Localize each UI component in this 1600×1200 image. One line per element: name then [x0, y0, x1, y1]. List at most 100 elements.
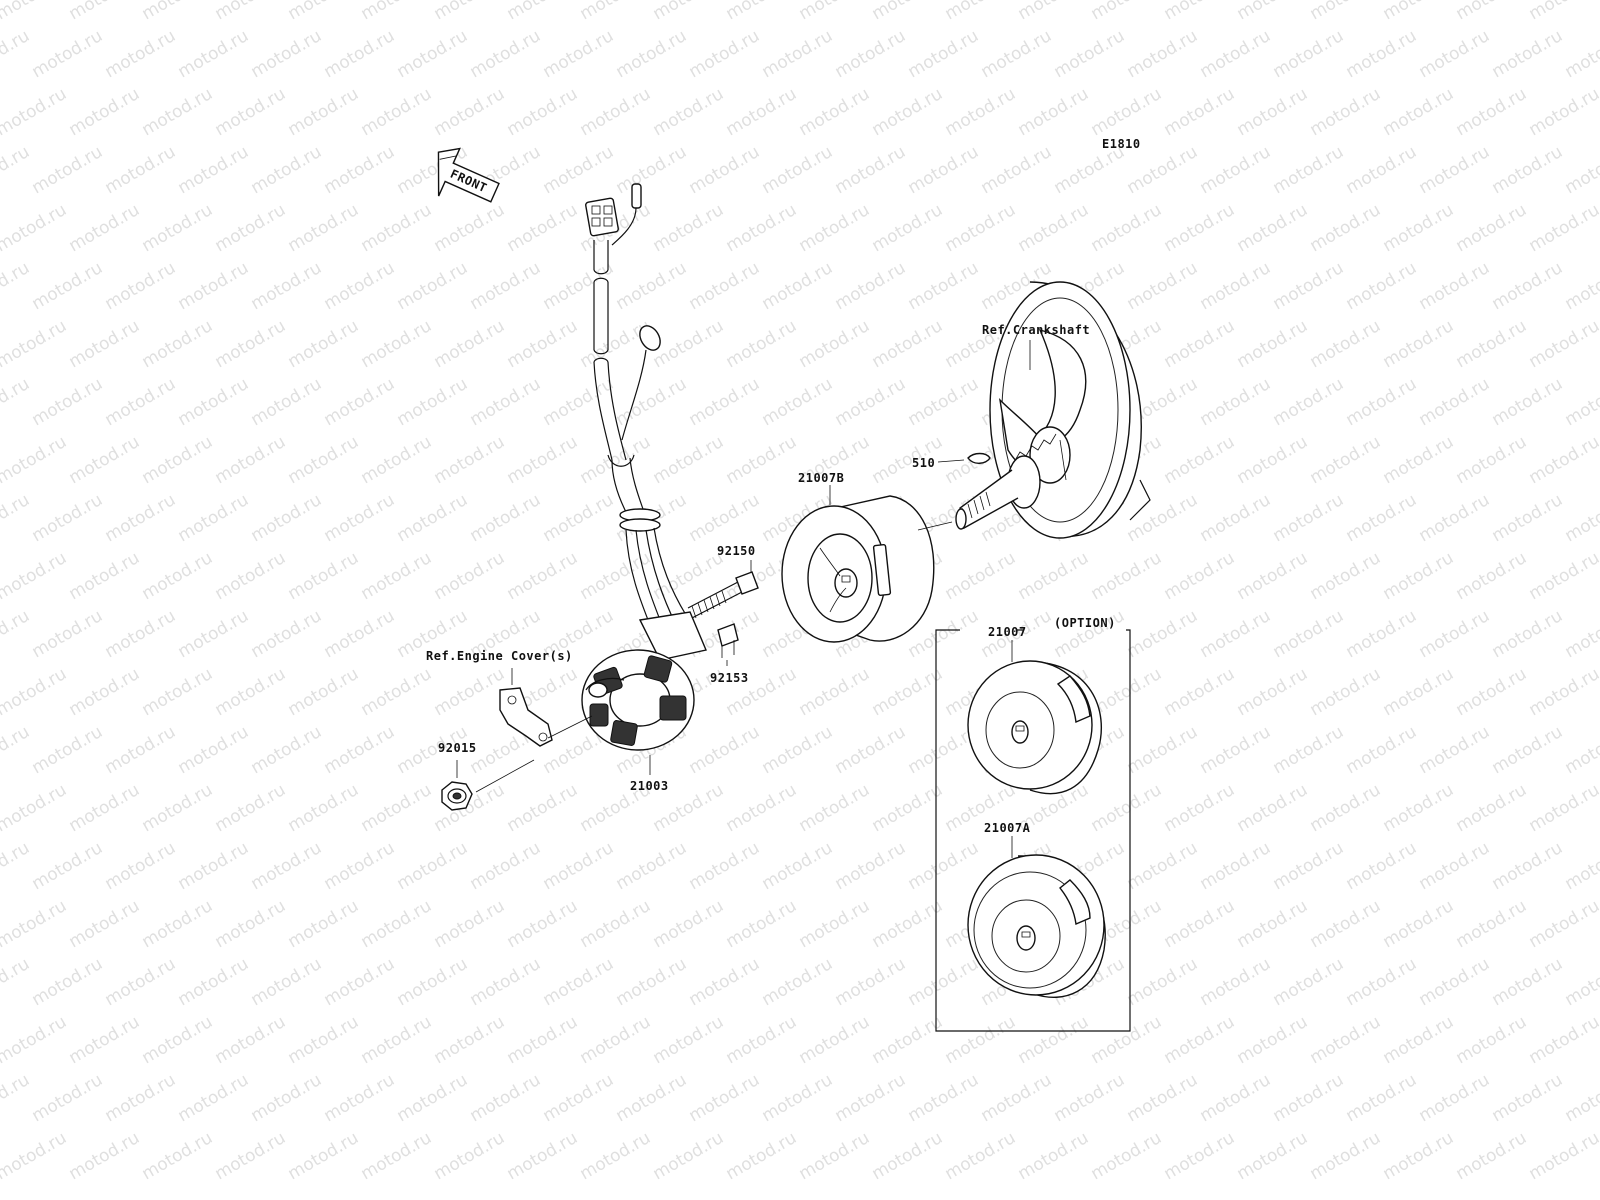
watermark-text: motod.ru [686, 490, 764, 546]
watermark-text: motod.ru [869, 664, 947, 720]
watermark-text: motod.ru [0, 606, 33, 662]
watermark-text: motod.ru [1197, 490, 1275, 546]
watermark-text: motod.ru [431, 1012, 509, 1068]
watermark-text: motod.ru [650, 1128, 728, 1184]
watermark-text: motod.ru [1489, 374, 1567, 430]
watermark-text: motod.ru [686, 954, 764, 1010]
watermark-text: motod.ru [650, 1012, 728, 1068]
watermark-text: motod.ru [102, 490, 180, 546]
watermark-text: motod.ru [139, 780, 217, 836]
watermark-text: motod.ru [0, 490, 33, 546]
watermark-text: motod.ru [613, 1070, 691, 1126]
watermark-text: motod.ru [759, 258, 837, 314]
watermark-text: motod.ru [358, 84, 436, 140]
watermark-text: motod.ru [723, 780, 801, 836]
nut-92015: 92015 [438, 741, 535, 811]
watermark-text: motod.ru [29, 26, 107, 82]
watermark-text: motod.ru [102, 1070, 180, 1126]
watermark-text: motod.ru [1234, 1128, 1312, 1184]
watermark-text: motod.ru [431, 316, 509, 372]
watermark-text: motod.ru [212, 1128, 290, 1184]
watermark-text: motod.ru [1051, 26, 1129, 82]
watermark-text: motod.ru [0, 1070, 33, 1126]
watermark-text: motod.ru [248, 954, 326, 1010]
watermark-text: motod.ru [1307, 780, 1385, 836]
watermark-text: motod.ru [978, 1070, 1056, 1126]
watermark-text: motod.ru [1453, 1128, 1531, 1184]
watermark-text: motod.ru [1489, 1070, 1567, 1126]
watermark-text: motod.ru [248, 606, 326, 662]
watermark-text: motod.ru [1270, 374, 1348, 430]
watermark-text: motod.ru [1197, 838, 1275, 894]
watermark-text: motod.ru [942, 1128, 1020, 1184]
watermark-text: motod.ru [0, 1012, 70, 1068]
watermark-text: motod.ru [540, 838, 618, 894]
watermark-text: motod.ru [102, 606, 180, 662]
watermark-text: motod.ru [1234, 84, 1312, 140]
watermark-text: motod.ru [1234, 200, 1312, 256]
watermark-text: motod.ru [321, 606, 399, 662]
watermark-text: motod.ru [1270, 1070, 1348, 1126]
watermark-text: motod.ru [1270, 722, 1348, 778]
watermark-text: motod.ru [285, 1012, 363, 1068]
watermark-text: motod.ru [285, 896, 363, 952]
watermark-text: motod.ru [248, 490, 326, 546]
watermark-text: motod.ru [1161, 200, 1239, 256]
watermark-text: motod.ru [540, 26, 618, 82]
watermark-text: motod.ru [0, 1128, 70, 1184]
watermark-text: motod.ru [577, 1012, 655, 1068]
watermark-text: motod.ru [0, 432, 70, 488]
watermark-text: motod.ru [905, 374, 983, 430]
watermark-text: motod.ru [832, 838, 910, 894]
watermark-text: motod.ru [1416, 606, 1494, 662]
watermark-text: motod.ru [1416, 26, 1494, 82]
watermark-text: motod.ru [1088, 548, 1166, 604]
watermark-text: motod.ru [796, 200, 874, 256]
watermark-text: motod.ru [540, 1070, 618, 1126]
watermark-text: motod.ru [431, 1128, 509, 1184]
watermark-text: motod.ru [212, 84, 290, 140]
watermark-text: motod.ru [66, 432, 144, 488]
watermark-text: motod.ru [1562, 1070, 1600, 1126]
watermark-text: motod.ru [0, 954, 33, 1010]
watermark-text: motod.ru [1197, 606, 1275, 662]
watermark-text: motod.ru [942, 0, 1020, 24]
watermark-text: motod.ru [212, 316, 290, 372]
watermark-text: motod.ru [0, 838, 33, 894]
watermark-text: motod.ru [248, 1070, 326, 1126]
watermark-text: motod.ru [1526, 1012, 1600, 1068]
watermark-text: motod.ru [1124, 722, 1202, 778]
watermark-text: motod.ru [1015, 84, 1093, 140]
watermark-text: motod.ru [905, 258, 983, 314]
key-510: 510 [912, 452, 991, 470]
watermark-text: motod.ru [577, 896, 655, 952]
watermark-text: motod.ru [832, 258, 910, 314]
watermark-text: motod.ru [759, 954, 837, 1010]
watermark-text: motod.ru [613, 374, 691, 430]
watermark-text: motod.ru [1380, 0, 1458, 24]
watermark-text: motod.ru [394, 374, 472, 430]
watermark-text: motod.ru [577, 1128, 655, 1184]
watermark-text: motod.ru [394, 1070, 472, 1126]
watermark-text: motod.ru [1380, 548, 1458, 604]
watermark-text: motod.ru [759, 1070, 837, 1126]
watermark-text: motod.ru [358, 896, 436, 952]
watermark-text: motod.ru [1124, 258, 1202, 314]
watermark-text: motod.ru [1416, 1070, 1494, 1126]
watermark-text: motod.ru [66, 896, 144, 952]
watermark-text: motod.ru [1161, 0, 1239, 24]
watermark-text: motod.ru [431, 84, 509, 140]
watermark-text: motod.ru [1307, 316, 1385, 372]
watermark-text: motod.ru [540, 142, 618, 198]
watermark-text: motod.ru [504, 1128, 582, 1184]
watermark-text: motod.ru [1161, 548, 1239, 604]
watermark-text: motod.ru [29, 954, 107, 1010]
watermark-text: motod.ru [321, 722, 399, 778]
watermark-text: motod.ru [869, 84, 947, 140]
watermark-text: motod.ru [1416, 490, 1494, 546]
watermark-text: motod.ru [394, 954, 472, 1010]
label-21007a: 21007A [984, 821, 1031, 835]
watermark-text: motod.ru [540, 490, 618, 546]
watermark-text: motod.ru [175, 838, 253, 894]
watermark-text: motod.ru [1416, 954, 1494, 1010]
